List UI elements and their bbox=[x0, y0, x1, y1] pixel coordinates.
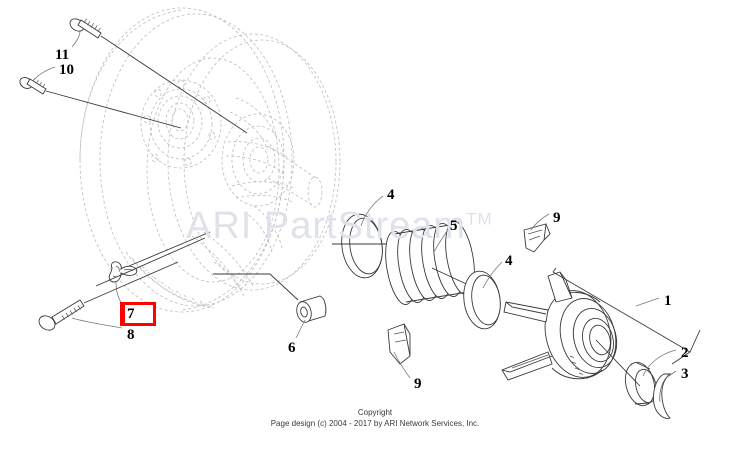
leader-9-lower bbox=[393, 351, 411, 379]
callout-11[interactable]: 11 bbox=[55, 47, 70, 63]
part-9-wedge-upper bbox=[523, 223, 551, 253]
callout-8[interactable]: 8 bbox=[127, 327, 135, 343]
part-6-spacer-bushing bbox=[296, 295, 327, 323]
part-10-bolt-short bbox=[19, 77, 47, 95]
callout-9-lower[interactable]: 9 bbox=[414, 376, 422, 392]
part-1-clutch-hub-assembly bbox=[501, 271, 618, 381]
leader-11 bbox=[71, 29, 81, 48]
construction-line-7a bbox=[95, 237, 206, 287]
part-4-washer-lower bbox=[463, 270, 501, 330]
leader-10 bbox=[32, 66, 56, 82]
callout-10[interactable]: 10 bbox=[59, 62, 74, 78]
leader-8 bbox=[71, 317, 123, 329]
bracket-1-tick bbox=[552, 267, 557, 273]
construction-line-7b bbox=[128, 231, 211, 267]
callout-5[interactable]: 5 bbox=[450, 218, 458, 234]
leader-4-lower bbox=[482, 261, 503, 289]
ghost-sheave-assembly bbox=[79, 7, 341, 313]
leader-4-upper bbox=[360, 195, 384, 227]
callout-7-label: 7 bbox=[127, 306, 135, 322]
pointer-2 bbox=[595, 339, 641, 387]
construction-line-8 bbox=[83, 261, 179, 304]
part-11-bolt-long bbox=[69, 18, 102, 39]
construction-line-6 bbox=[213, 273, 299, 301]
callout-7-highlight-box[interactable]: 7 bbox=[120, 302, 156, 326]
construction-line-10 bbox=[45, 90, 182, 129]
copyright-footer: Copyright Page design (c) 2004 - 2017 by… bbox=[0, 408, 750, 430]
leader-1 bbox=[635, 297, 660, 307]
callout-7-inner-box bbox=[125, 305, 153, 323]
callout-6[interactable]: 6 bbox=[288, 340, 296, 356]
callout-2[interactable]: 2 bbox=[681, 345, 689, 361]
callout-1[interactable]: 1 bbox=[664, 293, 672, 309]
part-3-snap-ring bbox=[653, 373, 672, 419]
part-9-wedge-lower bbox=[387, 323, 411, 365]
bracket-1 bbox=[552, 271, 701, 365]
copyright-line-1: Copyright bbox=[357, 408, 393, 417]
leader-9-upper bbox=[530, 213, 550, 231]
leader-3 bbox=[666, 370, 677, 378]
part-5-coil-spring bbox=[385, 221, 475, 305]
leader-5 bbox=[433, 227, 450, 253]
callout-4-upper[interactable]: 4 bbox=[387, 187, 395, 203]
construction-line-11 bbox=[100, 35, 248, 134]
part-8-shoulder-bolt bbox=[38, 299, 85, 331]
callout-3[interactable]: 3 bbox=[681, 366, 689, 382]
callout-9-upper[interactable]: 9 bbox=[553, 210, 561, 226]
copyright-line-2: Page design (c) 2004 - 2017 by ARI Netwo… bbox=[270, 418, 480, 428]
leader-6 bbox=[295, 319, 306, 339]
leader-2 bbox=[642, 349, 677, 377]
part-4-washer-upper bbox=[341, 213, 383, 279]
callout-4-lower[interactable]: 4 bbox=[505, 253, 513, 269]
